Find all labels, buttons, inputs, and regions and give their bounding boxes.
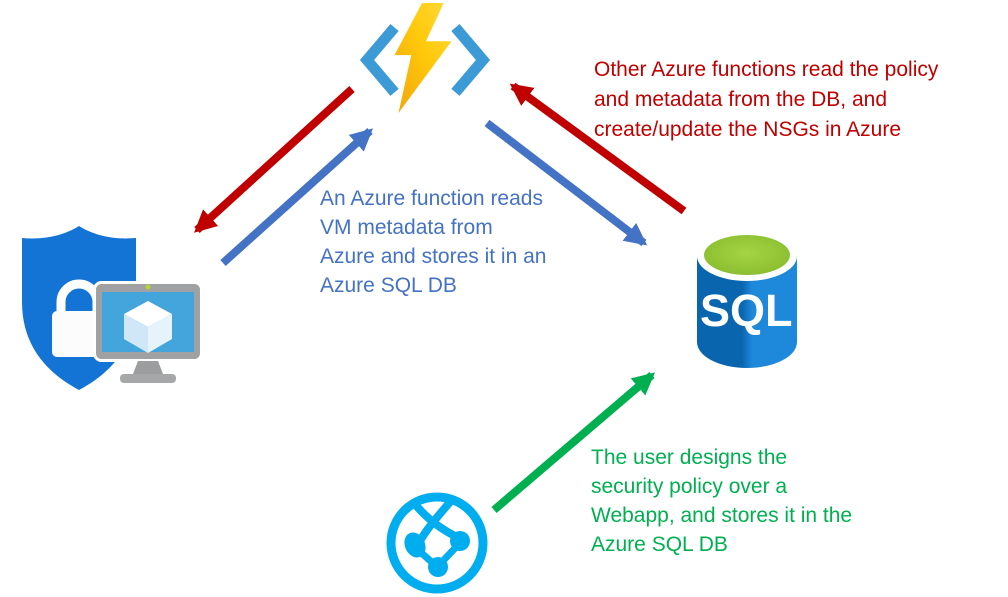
arrow-blue-vm-to-functions	[220, 128, 373, 266]
database-top-surface	[704, 235, 790, 275]
cube-left-face	[124, 314, 148, 353]
annotation-line: Azure SQL DB	[320, 274, 457, 297]
arrow-red-sql-to-functions	[509, 82, 687, 215]
right-angle-bracket-icon	[451, 24, 490, 96]
azure-functions-icon	[360, 2, 490, 114]
network-link-right	[436, 541, 462, 568]
cube-right-face	[148, 314, 172, 353]
power-led-icon	[145, 284, 151, 290]
annotation-line: VM metadata from	[320, 216, 493, 239]
network-link-left	[413, 545, 439, 569]
annotation-line: security policy over a	[591, 475, 788, 498]
annotation-line: Other Azure functions read the policy	[594, 58, 939, 81]
sql-label: SQL	[700, 285, 793, 336]
arrow-green-webapp-to-sql	[491, 371, 656, 514]
annotation-line: and metadata from the DB, and	[594, 88, 888, 111]
annotation-line: An Azure function reads	[320, 187, 543, 210]
arrow-red-functions-to-vm	[194, 86, 355, 233]
lock-body-icon	[52, 311, 106, 357]
annotation-line: Webapp, and stores it in the	[591, 504, 853, 527]
annotation-line: Azure and stores it in an	[320, 245, 547, 268]
annotation-user-policy: The user designs the security policy ove…	[591, 443, 852, 559]
annotation-vm-metadata: An Azure function reads VM metadata from…	[320, 184, 546, 300]
monitor-base	[120, 374, 176, 383]
lightning-bolt-icon	[394, 2, 452, 114]
annotation-line: The user designs the	[591, 446, 788, 469]
database-cylinder-body	[697, 256, 797, 368]
web-app-globe-icon	[386, 492, 488, 594]
globe-outline	[386, 492, 488, 594]
annotation-line: create/update the NSGs in Azure	[594, 118, 902, 141]
arrow-blue-functions-to-sql	[484, 119, 648, 247]
virtual-machine-icon	[93, 281, 203, 383]
annotation-line: Azure SQL DB	[591, 533, 728, 556]
annotation-functions-nsg: Other Azure functions read the policy an…	[594, 55, 938, 145]
monitor-stand	[133, 361, 163, 374]
left-angle-bracket-icon	[360, 24, 399, 96]
sql-database-icon: SQL	[697, 231, 797, 368]
